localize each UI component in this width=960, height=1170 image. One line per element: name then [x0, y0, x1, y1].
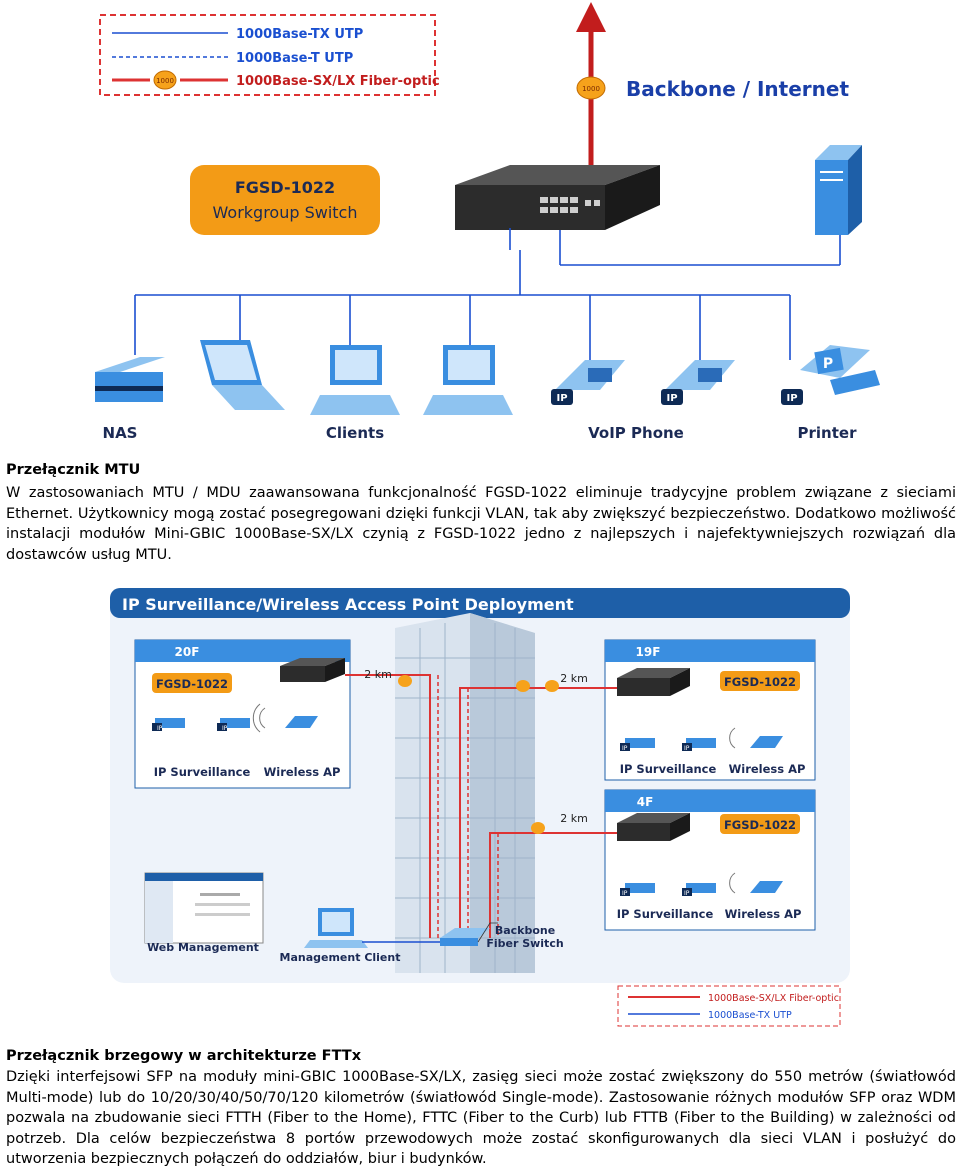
svg-text:FGSD-1022: FGSD-1022: [235, 178, 335, 197]
network-cables: [134, 228, 841, 360]
svg-text:1000: 1000: [156, 77, 174, 85]
laptop-icon: [200, 340, 285, 410]
network-diagram-workgroup: 1000 1000Base-TX UTP 1000Base-T UTP 1000…: [95, 2, 880, 442]
voip-phone-icon: IP: [661, 360, 735, 405]
svg-text:Wireless AP: Wireless AP: [729, 762, 806, 776]
legend-box: [99, 14, 436, 96]
switch-label-box: [720, 671, 800, 691]
label-voip-phone: VoIP Phone: [588, 424, 684, 442]
desktop-icon: [423, 345, 513, 415]
svg-text:Wireless AP: Wireless AP: [264, 765, 341, 779]
fiber-badge: [398, 675, 412, 687]
switch-label-box: [152, 673, 232, 693]
legend-label-tx: 1000Base-TX UTP: [236, 27, 363, 42]
svg-text:Workgroup Switch: Workgroup Switch: [213, 203, 358, 222]
svg-text:IP: IP: [684, 745, 690, 752]
camera-icon: [682, 738, 716, 751]
switch-icon: [617, 813, 690, 841]
legend-label-utp: 1000Base-TX UTP: [708, 1010, 792, 1021]
section2-body: Dzięki interfejsowi SFP na moduły mini-G…: [6, 1069, 956, 1167]
svg-text:Wireless AP: Wireless AP: [725, 907, 802, 921]
building-icon: [395, 613, 535, 973]
legend-label-fiber: 1000Base-SX/LX Fiber-optic: [708, 993, 839, 1004]
svg-text:IP Surveillance: IP Surveillance: [620, 762, 717, 776]
svg-text:IP Surveillance: IP Surveillance: [154, 765, 251, 779]
backbone-switch-icon: [440, 928, 490, 946]
svg-text:IP: IP: [556, 393, 567, 404]
svg-text:Backbone: Backbone: [495, 924, 555, 937]
diagram-title: IP Surveillance/Wireless Access Point De…: [122, 595, 574, 614]
svg-text:IP: IP: [684, 890, 690, 897]
svg-text:IP Surveillance: IP Surveillance: [617, 907, 714, 921]
legend-fiber-badge: [153, 70, 177, 90]
wireless-ap-icon: [252, 703, 318, 733]
floor-panel-19f: [604, 639, 816, 781]
label-nas: NAS: [103, 424, 138, 442]
distance-label: 2 km: [560, 812, 588, 825]
svg-text:P: P: [823, 356, 833, 372]
title-bar: [110, 588, 850, 618]
network-diagram-surveillance: IP Surveillance/Wireless Access Point De…: [110, 588, 850, 1027]
section2-heading: Przełącznik brzegowy w architekturze FTT…: [6, 1048, 362, 1064]
switch-label-box: [720, 814, 800, 834]
svg-text:1000: 1000: [582, 85, 600, 93]
uplink-arrow-icon: [576, 2, 606, 32]
distance-label: 2 km: [560, 672, 588, 685]
printer-icon: P IP: [781, 345, 880, 405]
label-printer: Printer: [798, 424, 858, 442]
wireless-ap-icon: [729, 727, 783, 749]
floor-label-20f: 20F: [175, 645, 200, 659]
svg-text:IP: IP: [786, 393, 797, 404]
svg-text:IP: IP: [222, 725, 228, 732]
section1-body: W zastosowaniach MTU / MDU zaawansowana …: [6, 485, 956, 563]
svg-text:Fiber Switch: Fiber Switch: [486, 937, 563, 950]
svg-text:IP: IP: [157, 725, 163, 732]
fiber-badge: [531, 822, 545, 834]
backbone-label: Backbone / Internet: [626, 77, 849, 101]
voip-phone-icon: IP: [551, 360, 625, 405]
uplink-badge: [576, 76, 606, 100]
web-management-label: Web Management: [147, 941, 259, 954]
switch-label-box: [190, 165, 380, 235]
nas-icon: [95, 357, 165, 402]
svg-text:IP: IP: [666, 393, 677, 404]
switch-icon: [617, 668, 690, 696]
floor-label-4f: 4F: [637, 795, 654, 809]
svg-text:IP: IP: [622, 745, 628, 752]
wireless-ap-icon: [729, 872, 783, 894]
management-client-label: Management Client: [280, 951, 401, 964]
label-clients: Clients: [326, 424, 384, 442]
distance-label: 2 km: [364, 668, 392, 681]
floor-label-19f: 19F: [636, 645, 661, 659]
desktop-icon: [310, 345, 400, 415]
fiber-cables: [345, 674, 617, 938]
fiber-badge: [545, 680, 559, 692]
svg-text:FGSD-1022: FGSD-1022: [724, 675, 796, 689]
desktop-icon: [304, 908, 368, 948]
section1-heading: Przełącznik MTU: [6, 462, 141, 478]
switch-icon: [280, 658, 345, 682]
camera-icon: [682, 883, 716, 896]
camera-icon: [152, 718, 185, 731]
legend-label-fiber: 1000Base-SX/LX Fiber-optic: [236, 74, 440, 89]
svg-text:FGSD-1022: FGSD-1022: [724, 818, 796, 832]
camera-icon: [217, 718, 250, 731]
svg-text:IP: IP: [622, 890, 628, 897]
camera-icon: [620, 883, 655, 896]
legend-label-t: 1000Base-T UTP: [236, 51, 353, 66]
camera-icon: [620, 738, 655, 751]
server-icon: [815, 145, 862, 235]
legend-box: [617, 985, 841, 1027]
fiber-badge: [516, 680, 530, 692]
switch-icon: [455, 165, 660, 230]
web-management-screenshot: [144, 872, 264, 944]
svg-text:FGSD-1022: FGSD-1022: [156, 677, 228, 691]
